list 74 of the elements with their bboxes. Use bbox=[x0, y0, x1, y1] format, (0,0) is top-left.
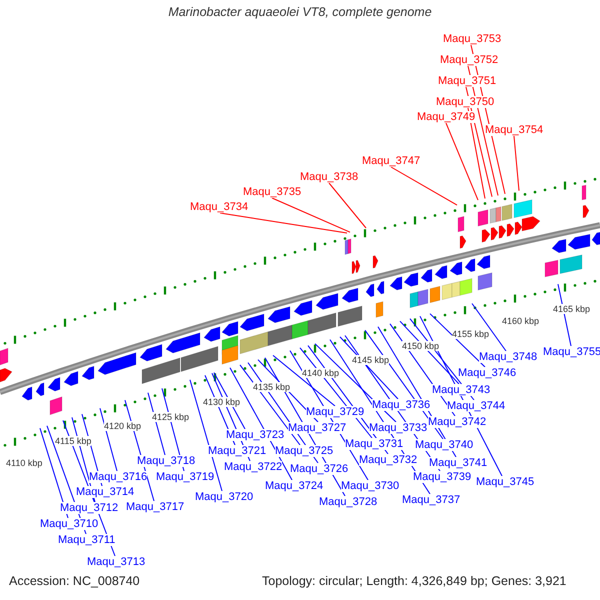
gene-label: Maqu_3743 bbox=[432, 384, 490, 396]
leader-line bbox=[472, 303, 506, 352]
gene-label: Maqu_3735 bbox=[243, 186, 302, 198]
gene-label: Maqu_3733 bbox=[369, 422, 428, 434]
leader-line bbox=[446, 122, 478, 201]
leader-line bbox=[314, 343, 396, 422]
gene-label: Maqu_3723 bbox=[226, 429, 284, 441]
gene-label: Maqu_3728 bbox=[319, 496, 378, 508]
gene-label: Maqu_3746 bbox=[458, 367, 516, 379]
gene-label: Maqu_3714 bbox=[76, 486, 134, 498]
scale-label: 4110 kbp bbox=[6, 458, 42, 468]
scale-label: 4130 kbp bbox=[203, 397, 240, 407]
gene-label: Maqu_3752 bbox=[440, 54, 498, 66]
scale-label: 4160 kbp bbox=[502, 316, 540, 326]
gene-label: Maqu_3712 bbox=[60, 502, 118, 514]
gene-label: Maqu_3711 bbox=[58, 534, 116, 546]
gene-label: Maqu_3747 bbox=[362, 155, 420, 167]
leader-line bbox=[272, 354, 336, 406]
gene-label: Maqu_3725 bbox=[275, 445, 334, 457]
gene-label: Maqu_3738 bbox=[300, 171, 358, 183]
genome-info-label: Topology: circular; Length: 4,326,849 bp; Genes: 3,921 bbox=[262, 575, 566, 588]
title: Marinobacter aquaeolei VT8, complete genome bbox=[167, 6, 433, 19]
gene-label: Maqu_3740 bbox=[415, 439, 474, 451]
gene-label: Maqu_3753 bbox=[443, 33, 502, 45]
gene-label: Maqu_3744 bbox=[447, 400, 506, 412]
gene-label: Maqu_3729 bbox=[306, 406, 364, 418]
gene-label: Maqu_3742 bbox=[428, 416, 486, 428]
scale-label: 4125 kbp bbox=[152, 412, 190, 422]
leader-line bbox=[230, 367, 292, 480]
leader-line bbox=[272, 198, 350, 233]
gene-label: Maqu_3719 bbox=[156, 471, 214, 483]
gene-label: Maqu_3713 bbox=[87, 556, 146, 568]
leader-line bbox=[328, 182, 366, 228]
accession-label: Accession: NC_008740 bbox=[9, 575, 140, 588]
gene-label: Maqu_3731 bbox=[345, 438, 404, 450]
scale-label: 4120 kbp bbox=[104, 421, 142, 431]
gene-label: Maqu_3720 bbox=[195, 491, 254, 503]
leader-line bbox=[100, 408, 118, 472]
gene-label: Maqu_3754 bbox=[485, 124, 544, 136]
scale-label: 4135 kbp bbox=[253, 382, 290, 392]
gene-label: Maqu_3749 bbox=[417, 111, 476, 123]
gene-label: Maqu_3726 bbox=[290, 463, 348, 475]
gene-label: Maqu_3750 bbox=[436, 96, 494, 108]
gene-label: Maqu_3721 bbox=[208, 445, 266, 457]
scale-label: 4140 kbp bbox=[302, 368, 340, 378]
gene-label: Maqu_3737 bbox=[402, 494, 460, 506]
gene-label: Maqu_3724 bbox=[265, 480, 324, 492]
gene-label: Maqu_3717 bbox=[126, 501, 184, 513]
gene-label: Maqu_3734 bbox=[190, 201, 248, 213]
scale-label: 4155 kbp bbox=[452, 329, 490, 339]
scale-label: 4150 kbp bbox=[402, 341, 440, 351]
gene-label: Maqu_3736 bbox=[372, 399, 430, 411]
leader-line bbox=[468, 108, 486, 199]
gene-label: Maqu_3710 bbox=[40, 518, 98, 530]
gene-label: Maqu_3741 bbox=[429, 457, 488, 469]
gene-label: Maqu_3732 bbox=[359, 454, 418, 466]
gene-label: Maqu_3751 bbox=[438, 75, 496, 87]
leader-line bbox=[514, 136, 520, 192]
scale-label: 4165 kbp bbox=[553, 304, 590, 314]
gene-label: Maqu_3727 bbox=[288, 422, 346, 434]
gene-label: Maqu_3745 bbox=[476, 476, 534, 488]
leader-line bbox=[240, 364, 300, 446]
scale-label: 4115 kbp bbox=[55, 436, 92, 446]
gene-label: Maqu_3722 bbox=[224, 461, 282, 473]
leader-line bbox=[430, 313, 486, 368]
gene-label: Maqu_3716 bbox=[89, 471, 148, 483]
scale-label: 4145 kbp bbox=[352, 355, 390, 365]
gene-label: Maqu_3748 bbox=[479, 351, 538, 363]
gene-label: Maqu_3739 bbox=[413, 471, 472, 483]
leader-line bbox=[190, 379, 222, 492]
leader-line bbox=[390, 166, 458, 206]
gene-label: Maqu_3718 bbox=[137, 455, 196, 467]
leader-line bbox=[220, 212, 348, 234]
gene-label: Maqu_3730 bbox=[341, 480, 400, 492]
